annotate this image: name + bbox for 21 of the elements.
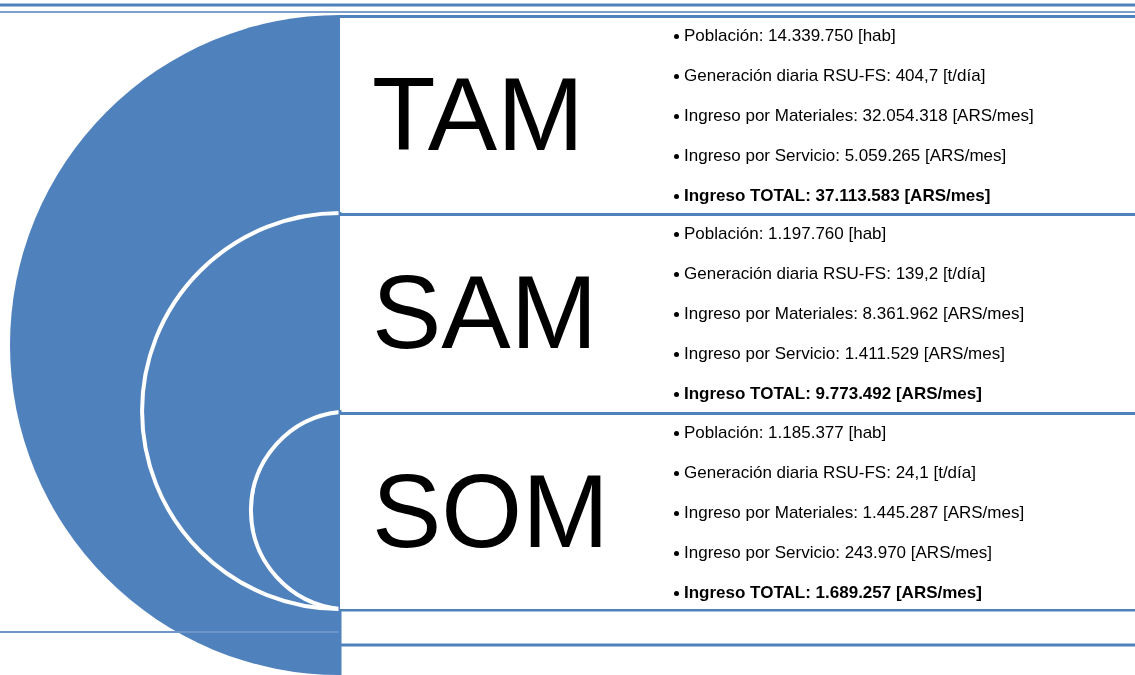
market-band (340, 15, 1135, 212)
bullet-item: Ingreso por Materiales: 1.445.287 [ARS/mes] (684, 503, 1025, 522)
segment-heading: SAM (372, 260, 598, 364)
market-band (340, 213, 1135, 410)
bullet-item: Población: 1.197.760 [hab] (684, 224, 887, 243)
market-band (340, 412, 1135, 609)
bullet-item: Ingreso TOTAL: 1.689.257 [ARS/mes] (684, 583, 982, 602)
bullet-item: Ingreso TOTAL: 37.113.583 [ARS/mes] (684, 186, 991, 205)
segment-heading: SOM (372, 459, 609, 563)
bullet-item: Ingreso por Servicio: 243.970 [ARS/mes] (684, 543, 993, 562)
bullet-item: Población: 1.185.377 [hab] (684, 423, 887, 442)
bullet-item: Población: 14.339.750 [hab] (684, 26, 896, 45)
bullet-item: Ingreso por Servicio: 1.411.529 [ARS/mes] (684, 344, 1005, 363)
segment-heading: TAM (372, 62, 584, 166)
bullet-item: Generación diaria RSU-FS: 139,2 [t/día] (684, 264, 986, 283)
bullet-item: Ingreso por Materiales: 32.054.318 [ARS/mes] (684, 106, 1034, 125)
bullet-item: Generación diaria RSU-FS: 404,7 [t/día] (684, 66, 986, 85)
bullet-item: Generación diaria RSU-FS: 24,1 [t/día] (684, 463, 976, 482)
bullet-item: Ingreso TOTAL: 9.773.492 [ARS/mes] (684, 384, 982, 403)
bullet-item: Ingreso por Materiales: 8.361.962 [ARS/mes] (684, 304, 1025, 323)
bullet-item: Ingreso por Servicio: 5.059.265 [ARS/mes] (684, 146, 1007, 165)
